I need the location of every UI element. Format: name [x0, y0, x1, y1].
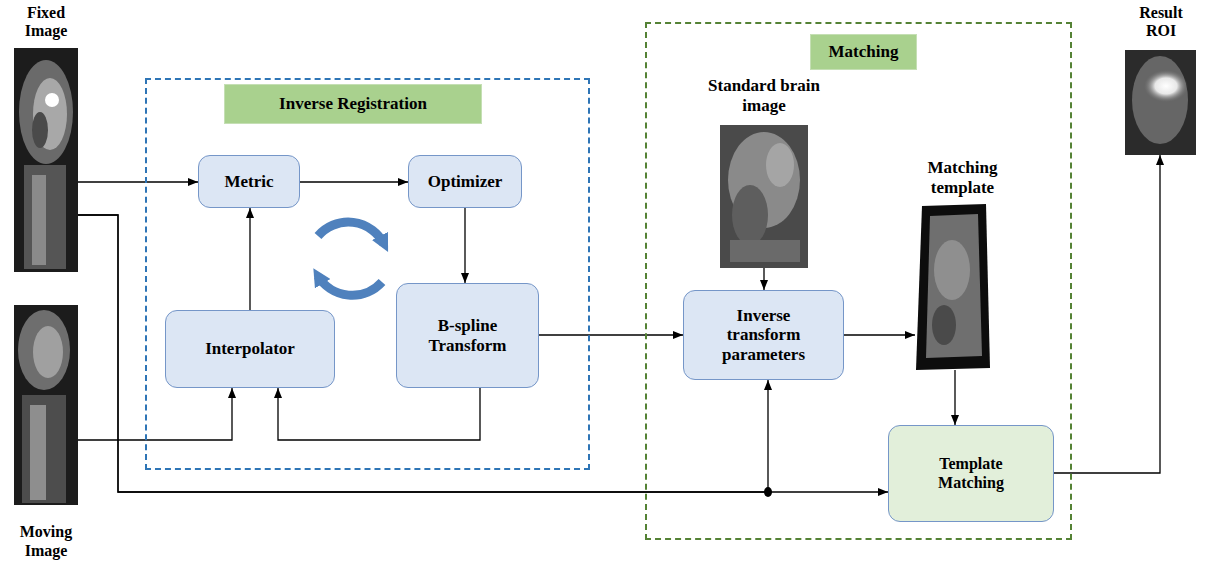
- cycle-arrow: [318, 222, 384, 244]
- connector-arrow: [763, 268, 764, 290]
- process-box: Metric: [198, 155, 300, 208]
- connector-arrow: [78, 388, 232, 440]
- matching-template-image: [916, 204, 990, 370]
- process-box: Inverse transform parameters: [683, 290, 844, 380]
- process-box: Interpolator: [165, 310, 335, 388]
- connector-arrow: [78, 215, 768, 492]
- connector-arrow: [954, 370, 955, 425]
- connector-arrow: [464, 208, 465, 283]
- box-label: Template Matching: [924, 455, 1018, 492]
- moving-image: Moving Image: [14, 305, 78, 560]
- image-caption: Matching template: [915, 158, 1010, 197]
- mri-fixed-image: [14, 48, 78, 272]
- image-caption: Moving Image: [14, 523, 78, 560]
- connector-arrow: [78, 215, 888, 492]
- process-box: Template Matching: [888, 425, 1054, 522]
- image-caption: Standard brain image: [708, 76, 820, 115]
- image-node: Standard brain image: [708, 76, 820, 268]
- connector-arrow: [278, 388, 480, 440]
- cycle-arrow: [318, 276, 382, 295]
- registration-region: Inverse RegistrationMetric OptimizerB-spl…: [145, 78, 590, 470]
- connector-arrow: [539, 334, 683, 335]
- process-box: Optimizer: [408, 155, 522, 208]
- image-node: Result ROI: [1125, 4, 1197, 155]
- standard-brain-image: [720, 125, 808, 268]
- box-label: Optimizer: [428, 172, 503, 192]
- fixed-image: Fixed Image: [14, 4, 78, 272]
- connector-arrow: [844, 334, 915, 335]
- image-caption: Fixed Image: [14, 4, 78, 41]
- connector-arrow: [249, 208, 250, 310]
- process-box: B-spline Transform: [396, 283, 539, 388]
- result-roi-image: [1125, 50, 1196, 155]
- matching-region: MatchingStandard brain imageInverse tran…: [645, 22, 1072, 540]
- connector-arrow: [78, 181, 198, 182]
- box-label: B-spline Transform: [405, 316, 530, 355]
- connector-arrow: [1054, 155, 1160, 473]
- box-label: Interpolator: [205, 339, 295, 359]
- box-label: Metric: [224, 172, 273, 192]
- region-heading: Matching: [810, 34, 917, 70]
- box-label: Inverse transform parameters: [708, 306, 819, 365]
- region-heading: Inverse Registration: [224, 84, 482, 124]
- image-caption: Result ROI: [1125, 4, 1197, 41]
- mri-moving-image: [14, 305, 78, 505]
- connector-arrow: [300, 181, 408, 182]
- image-node: Matching template: [915, 158, 1010, 370]
